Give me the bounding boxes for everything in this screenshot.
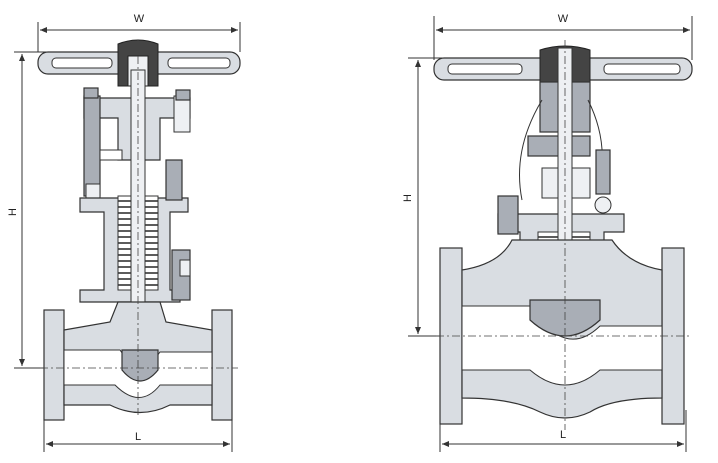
left-flange-left [43, 309, 65, 421]
right-handwheel-spoke-left [447, 63, 523, 75]
left-yoke-bridge [99, 149, 123, 161]
left-bonnet-nut [179, 259, 191, 277]
right-gland-bolt-eye [594, 196, 612, 214]
left-handwheel-spoke-right [167, 57, 231, 69]
right-l-label: L [560, 429, 566, 441]
right-h-label: H [402, 194, 414, 202]
left-yoke-bearing [85, 183, 101, 199]
right-handwheel-spoke-right [603, 63, 681, 75]
left-yoke-arm-right [173, 95, 191, 133]
left-yoke-bolt-right [175, 89, 191, 101]
left-h-label: H [7, 208, 19, 216]
left-flange-right [211, 309, 233, 421]
left-l-label: L [135, 431, 141, 443]
left-disc [121, 349, 159, 382]
left-w-label: W [134, 13, 145, 25]
right-bonnet-bolt [497, 195, 519, 235]
left-gland-bolt [165, 159, 183, 201]
left-yoke-bolt-left [83, 87, 99, 99]
right-w-label: W [558, 13, 569, 25]
left-valve: W H L [7, 13, 241, 452]
right-gland-bolt [595, 149, 611, 195]
left-handwheel-spoke-left [51, 57, 113, 69]
left-yoke-arm-left [83, 95, 101, 197]
right-yoke-arm-curve [519, 99, 543, 201]
right-valve: W H L [402, 13, 693, 452]
